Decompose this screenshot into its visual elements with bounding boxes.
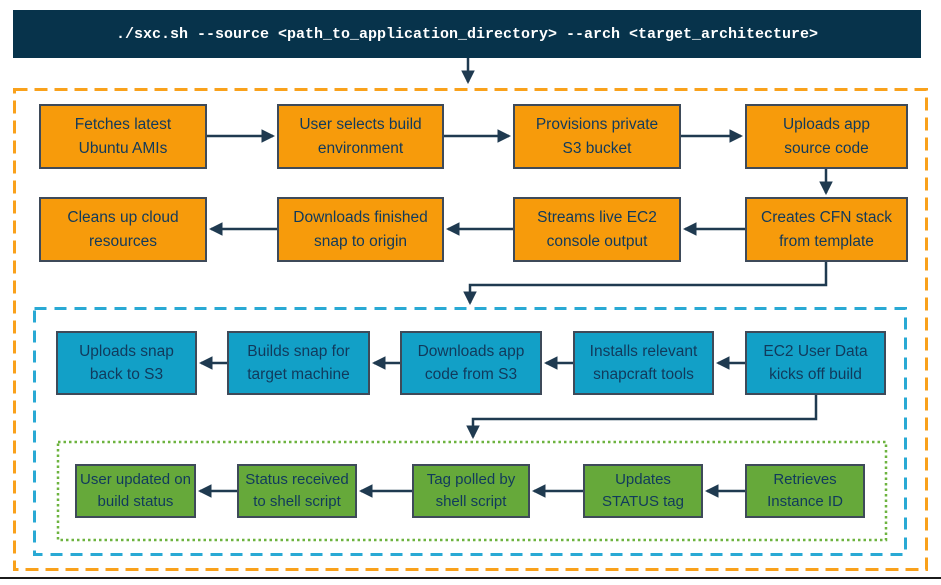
terminal-command-bar: ./sxc.sh --source <path_to_application_d… [13,10,921,58]
node-ec2-user-data: EC2 User Data kicks off build [745,331,886,395]
arrow-cfn-to-build-stage [463,262,828,306]
node-uploads-source-code: Uploads app source code [745,104,908,169]
node-installs-snapcraft-tools: Installs relevant snapcraft tools [573,331,714,395]
node-retrieves-instance-id: Retrieves Instance ID [745,464,865,518]
node-streams-ec2-console: Streams live EC2 console output [513,197,681,262]
terminal-command-text: ./sxc.sh --source <path_to_application_d… [115,25,819,43]
node-cleans-up-resources: Cleans up cloud resources [39,197,207,262]
node-downloads-app-code: Downloads app code from S3 [400,331,542,395]
node-downloads-finished-snap: Downloads finished snap to origin [277,197,444,262]
node-creates-cfn-stack: Creates CFN stack from template [745,197,908,262]
node-builds-snap: Builds snap for target machine [227,331,370,395]
node-fetches-ubuntu-amis: Fetches latest Ubuntu AMIs [39,104,207,169]
node-updates-status-tag: Updates STATUS tag [583,464,703,518]
node-user-selects-environment: User selects build environment [277,104,444,169]
node-uploads-snap-to-s3: Uploads snap back to S3 [56,331,197,395]
arrow-userdata-to-status-stage [466,395,818,440]
node-user-updated: User updated on build status [75,464,196,518]
node-tag-polled: Tag polled by shell script [412,464,530,518]
node-provisions-s3-bucket: Provisions private S3 bucket [513,104,681,169]
node-status-received: Status received to shell script [237,464,357,518]
